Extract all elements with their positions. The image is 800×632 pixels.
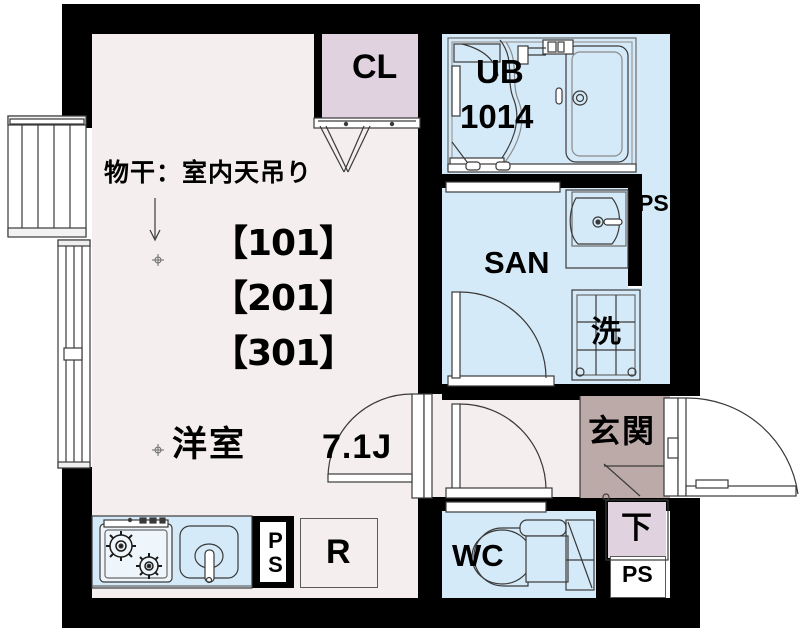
ps-kitchen-label: PS [263, 528, 288, 576]
wall-left-upper [62, 4, 92, 128]
ps-entry-box [610, 556, 666, 598]
washer-label: 洗 [591, 315, 621, 350]
ps-right-label: PS [638, 190, 669, 216]
wall-ub-san [442, 174, 628, 188]
unit-number-101: 【101】 [212, 223, 355, 264]
closet-label: CL [352, 48, 398, 86]
genkan-label: 玄関 [588, 412, 657, 450]
wall-left-mid [62, 120, 84, 128]
ps-entry-label: PS [622, 561, 653, 587]
unitbath-label: UB [476, 53, 524, 90]
wall-closet-left [314, 34, 322, 118]
wall-genkan-left [566, 384, 580, 400]
wall-right [670, 4, 700, 628]
closet-floor [322, 34, 418, 118]
main-room-area: 7.1J [322, 428, 393, 466]
balcony-window [7, 115, 87, 238]
wall-room-wet-upper [418, 4, 442, 394]
wall-bottom [62, 598, 700, 628]
fridge-space [300, 518, 378, 588]
shoebox-label: 下 [621, 510, 652, 546]
fridge-label: R [326, 533, 351, 571]
wall-entry-right [670, 384, 700, 396]
wall-top [62, 4, 700, 34]
unitbath-size-label: 1014 [460, 98, 534, 135]
unit-number-301: 【301】 [212, 333, 355, 374]
hallway-floor [442, 400, 580, 497]
main-room-label: 洋室 [172, 425, 247, 465]
hallway-floor-2 [418, 394, 442, 497]
ps-kitchen-box [260, 522, 286, 582]
wall-san-right-mid [628, 188, 642, 286]
wall-room-wet-lower [418, 497, 442, 628]
kitchen-counter-floor [92, 516, 252, 588]
sanitary-label: SAN [484, 245, 550, 280]
unit-number-201: 【201】 [212, 278, 355, 319]
sliding-door [57, 239, 91, 469]
entry-porch [670, 396, 700, 498]
wc-label: WC [452, 538, 504, 573]
drying-note: 物干：室内天吊り [104, 158, 313, 187]
ps-right-strip [642, 34, 670, 384]
